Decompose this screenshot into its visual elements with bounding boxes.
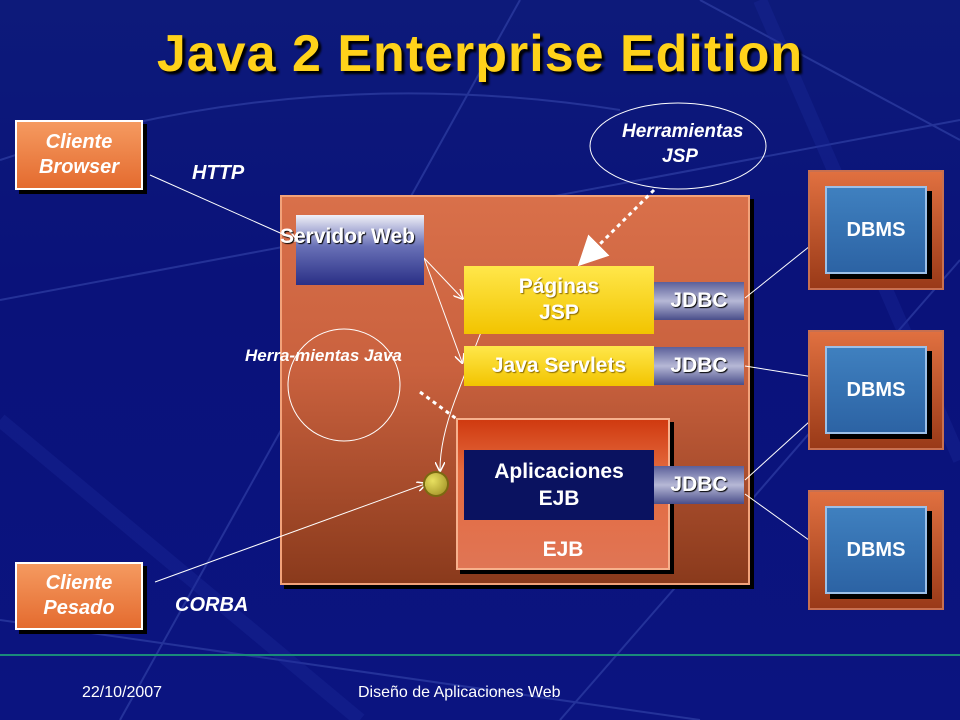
ejb-label: EJB — [542, 538, 584, 561]
java-servlets-box: Java Servlets — [464, 346, 654, 386]
dbms-box-3: DBMS — [825, 506, 927, 594]
jsp-tools-arrow — [577, 188, 656, 267]
jdbc-connector-servlets: JDBC — [654, 347, 744, 385]
web-server-label: Servidor Web — [280, 225, 415, 248]
jsp-to-ejb-connector — [440, 321, 486, 470]
jdbc3-to-dbms3-connector — [744, 493, 820, 548]
dbms-box-1: DBMS — [825, 186, 927, 274]
web-to-jsp-connector — [423, 257, 462, 298]
jdbc2-to-dbms2-connector — [744, 365, 820, 378]
corba-connector — [154, 484, 425, 583]
jsp-tools-label: Herramientas JSP — [622, 121, 744, 167]
footer-subtitle: Diseño de Aplicaciones Web — [358, 684, 561, 701]
ejb-applications-box: Aplicaciones EJB — [464, 450, 654, 520]
jdbc-connector-jsp: JDBC — [654, 282, 744, 320]
jsp-pages-box: Páginas JSP — [464, 266, 654, 334]
corba-label: CORBA — [175, 594, 249, 616]
dbms-box-2: DBMS — [825, 346, 927, 434]
http-connector — [149, 174, 296, 240]
web-server-box — [296, 215, 424, 285]
footer-date: 22/10/2007 — [82, 684, 163, 701]
java-tools-ellipse — [287, 328, 401, 442]
jdbc1-to-dbms1-connector — [744, 238, 820, 299]
web-to-servlets-connector — [423, 257, 462, 362]
jdbc-connector-ejb: JDBC — [654, 466, 744, 504]
client-browser-box: Cliente Browser — [15, 120, 143, 190]
client-heavy-box: Cliente Pesado — [15, 562, 143, 630]
jsp-tools-ellipse — [589, 102, 767, 190]
http-label: HTTP — [192, 162, 245, 184]
java-tools-label: Herra-mientas Java — [245, 346, 402, 365]
page-title: Java 2 Enterprise Edition — [156, 25, 804, 83]
jdbc3-to-dbms2-connector — [744, 412, 820, 481]
ejb-connector-node — [425, 473, 447, 495]
